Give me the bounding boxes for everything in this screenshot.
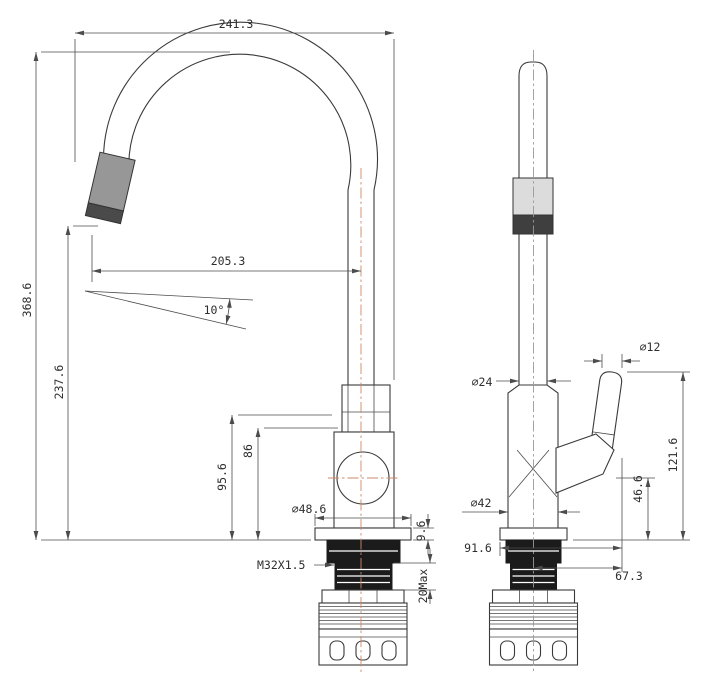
- dim-outlet-height-label: 237.6: [52, 365, 66, 400]
- dim-lever-offset: 67.3: [533, 565, 643, 583]
- dim-lever-height-label: 121.6: [666, 438, 680, 473]
- supply-hose-assembly: [318, 589, 408, 666]
- dim-outlet-height: 237.6: [52, 225, 98, 540]
- dim-pipe-diameter: ⌀24: [472, 375, 571, 389]
- dim-base-diameter-label: ⌀48.6: [292, 502, 327, 516]
- dim-lever-height: 121.6: [573, 371, 690, 541]
- dim-thread-spec: M32X1.5: [257, 558, 334, 572]
- dim-body-height-inner-label: 86: [241, 444, 255, 458]
- dim-overall-height: 368.6: [20, 51, 311, 541]
- dim-body-height-outer: 95.6: [215, 414, 332, 540]
- dim-base-span-label: 91.6: [464, 541, 492, 555]
- dim-body-diameter: ⌀42: [462, 496, 580, 515]
- dim-base-span: 91.6: [464, 458, 623, 572]
- handle-boss: [555, 433, 615, 494]
- dim-spout-angle-label: 10°: [204, 303, 225, 317]
- dim-overall-reach: 241.3: [74, 17, 395, 380]
- dim-pivot-height-label: 46.6: [631, 475, 645, 503]
- spout-tube: [102, 21, 379, 389]
- dim-lever-offset-label: 67.3: [615, 569, 643, 583]
- dim-flange-thickness-label: 9.6: [414, 521, 428, 542]
- dim-pivot-height: 46.6: [616, 475, 655, 540]
- faucet-body-front: [507, 384, 559, 529]
- dim-spout-reach-label: 205.3: [211, 254, 246, 268]
- dim-deck-max-label: 20Max: [416, 569, 430, 604]
- spout-tip-front: [512, 177, 554, 235]
- dim-deck-max: 20Max: [394, 549, 436, 604]
- spout-aerator: [84, 151, 136, 225]
- dim-lever-diameter-label: ⌀12: [640, 340, 661, 354]
- base-flange: [314, 527, 412, 541]
- threaded-shank: [334, 562, 393, 591]
- dim-overall-reach-label: 241.3: [219, 17, 254, 31]
- dim-body-height-outer-label: 95.6: [215, 463, 229, 491]
- dim-overall-height-label: 368.6: [20, 283, 34, 318]
- handle-lever: [589, 371, 623, 454]
- front-view: ⌀24 ⌀42 ⌀12 121.6 46.6: [462, 50, 690, 672]
- dim-body-height-inner: 86: [241, 427, 338, 540]
- dim-base-diameter: ⌀48.6: [292, 502, 412, 526]
- dim-thread-spec-label: M32X1.5: [257, 558, 305, 572]
- dim-body-diameter-label: ⌀42: [471, 496, 492, 510]
- side-view: 241.3 368.6 237.6 205.3 10° 95.: [20, 17, 436, 672]
- dim-spout-angle: 10°: [84, 290, 254, 330]
- body-seam-lines: [508, 449, 558, 498]
- dim-spout-reach: 205.3: [91, 235, 361, 282]
- dim-flange-thickness: 9.6: [413, 514, 434, 554]
- dim-lever-diameter: ⌀12: [584, 340, 660, 368]
- mounting-seal: [326, 539, 401, 564]
- dim-pipe-diameter-label: ⌀24: [472, 375, 493, 389]
